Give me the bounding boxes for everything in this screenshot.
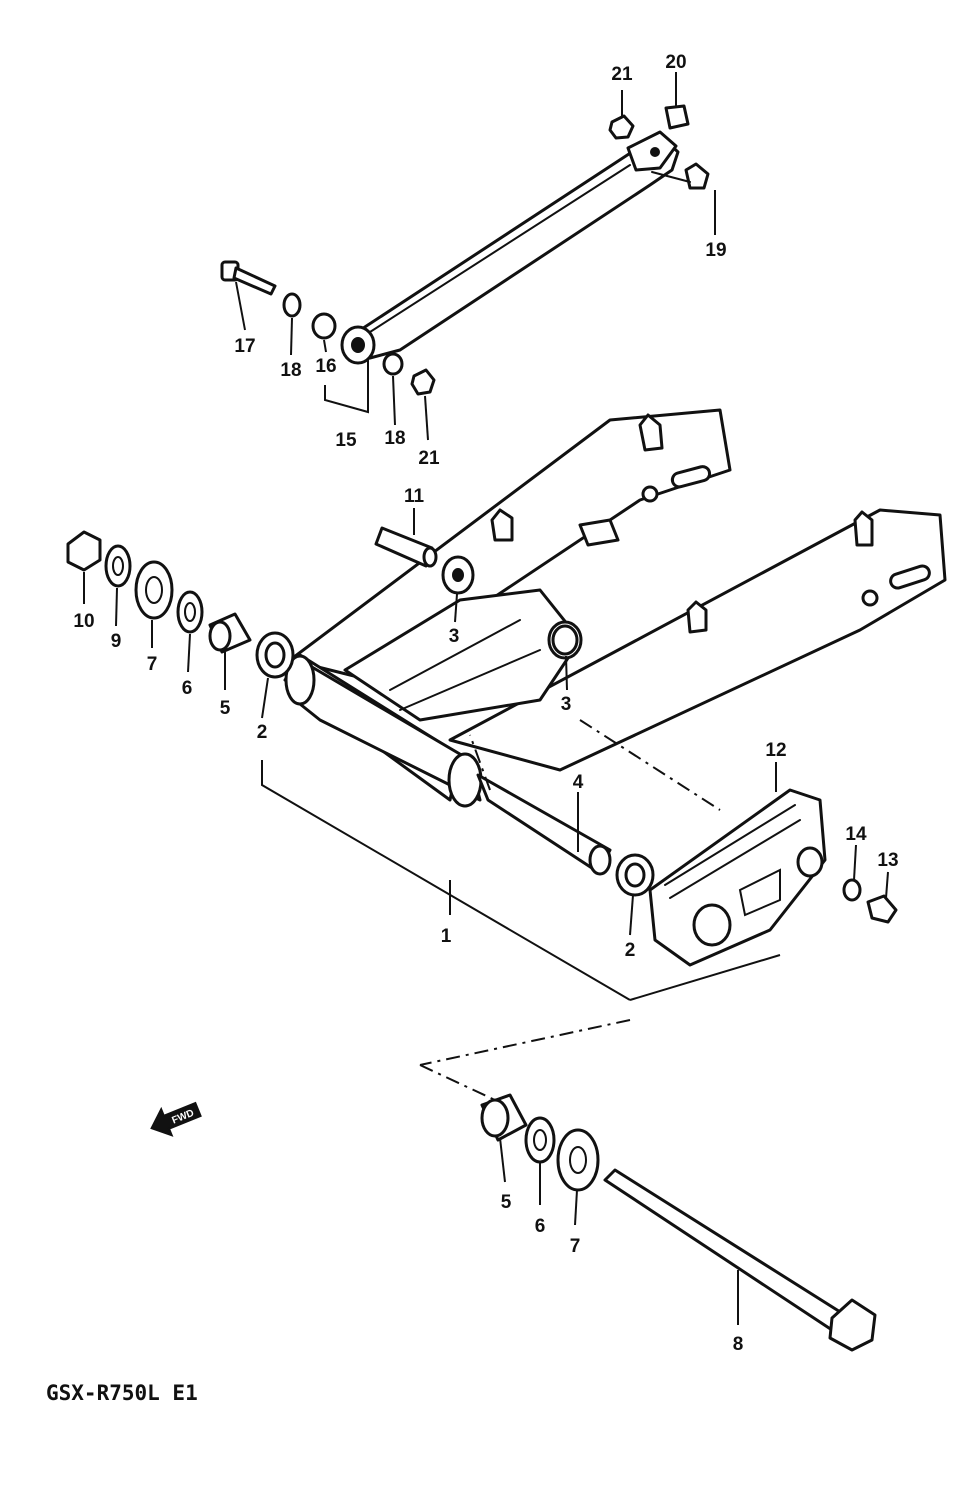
callout-17: 17 [234,336,255,357]
callout-5-lower: 5 [501,1192,512,1213]
pin-11 [374,526,438,568]
callout-9: 9 [111,631,122,652]
callout-21-bottom: 21 [418,448,440,469]
callout-16: 16 [315,356,336,377]
washer-9 [104,544,132,588]
callout-19: 19 [705,240,726,261]
nut-10 [66,530,102,572]
needle-bearing-2-right [615,853,655,897]
bearing-3-left [441,555,475,595]
callout-6-lower: 6 [535,1216,546,1237]
callout-7-lower: 7 [570,1236,581,1257]
bolt-17 [220,260,277,296]
callout-15: 15 [335,430,357,451]
assembly-line-1 [579,719,721,811]
callout-11: 11 [404,486,425,507]
callout-13: 13 [877,850,898,871]
callout-10: 10 [73,611,94,632]
callout-5-upper: 5 [220,698,231,719]
spacer-4 [476,773,612,876]
swingarm-body [283,408,947,808]
cap-7 [134,560,174,620]
oil-seal-6-lower [524,1116,556,1164]
callout-14: 14 [845,824,867,845]
assembly-line-4 [419,1064,496,1101]
cap-7-lower [556,1128,600,1192]
callout-12: 12 [765,740,786,761]
callout-21-top: 21 [611,64,633,85]
callout-3-right: 3 [561,694,572,715]
nut-21-lower [410,368,436,396]
spacer-5-upper [208,612,252,654]
washer-18-lower [382,352,404,376]
callout-3-left: 3 [449,626,460,647]
bearing-3-right [551,624,579,656]
needle-bearing-2-left [255,631,295,679]
callout-20: 20 [665,52,686,73]
callout-6-upper: 6 [182,678,193,699]
washer-18-upper [282,292,302,318]
nut-21-upper [608,114,635,140]
bolt-19 [651,162,710,190]
oil-seal-6 [176,590,204,634]
callout-18-left: 18 [280,360,301,381]
bushing-16 [311,312,337,340]
forward-direction-arrow-icon: FWD [150,1101,202,1137]
spacer-5-lower [480,1093,528,1142]
leader-lines [83,72,889,1325]
torque-link-rod [340,130,680,365]
model-label: GSX-R750L E1 [46,1381,198,1405]
pivot-shaft-8 [603,1168,877,1352]
assembly-line-3 [419,1019,631,1066]
bushing-20 [664,104,690,130]
bracket-1c [629,954,781,1001]
callout-2-left: 2 [257,722,268,743]
callout-2-right: 2 [625,940,636,961]
washer-14 [842,878,862,902]
callout-4: 4 [573,772,584,793]
callout-18-right: 18 [384,428,405,449]
chain-case-12 [648,788,827,967]
callout-1: 1 [441,926,452,947]
callout-7-upper: 7 [147,654,158,675]
bracket-15 [324,360,369,414]
assembly-line-2 [469,734,491,791]
callout-8: 8 [733,1334,744,1355]
bracket-1 [261,760,631,1001]
bolt-13 [866,894,898,924]
